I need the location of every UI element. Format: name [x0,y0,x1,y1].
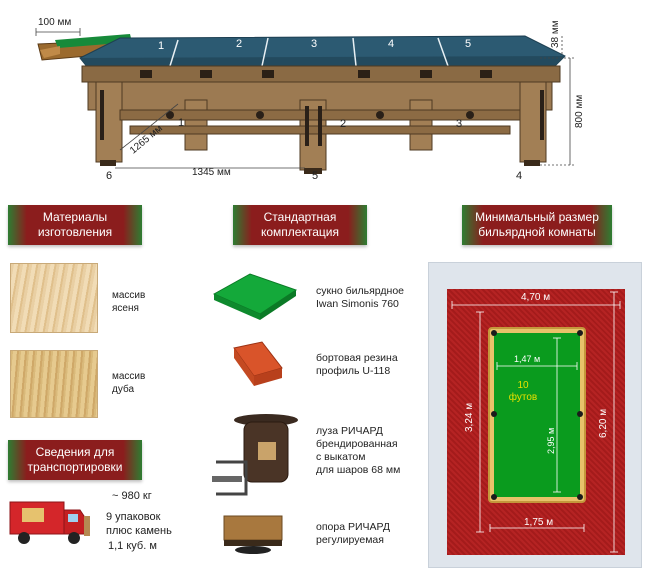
standard-header: Стандартная комплектация [233,205,367,245]
leg-support-icon [223,515,283,554]
truck-icon [9,501,90,544]
slate-thickness-label: 38 мм [550,20,561,48]
section-number: 3 [311,38,318,50]
table-diagram: 100 мм 38 мм 800 мм 1265 мм 1345 мм 1 2 … [0,0,649,190]
table-drawing [35,28,575,174]
ash-wood-swatch [10,263,98,333]
section-number: 4 [388,38,395,50]
height-label: 800 мм [574,94,585,128]
section-number: 2 [236,38,243,50]
leg-number: 1 [178,117,185,129]
pocket-icon [577,494,583,500]
table-cloth [494,333,580,497]
pocket-icon [577,330,583,336]
leg-number: 2 [340,118,347,130]
pocket-icon [577,411,583,417]
materials-header: Материалы изготовления [8,205,142,245]
pocket-icon [491,411,497,417]
room-length-label: 6,20 м [598,408,609,438]
section-number: 1 [158,40,165,52]
leg-number: 6 [106,170,113,182]
pocket-icon [491,494,497,500]
leg-number: 4 [516,170,523,182]
leg-number: 3 [456,118,463,130]
pocket-icon [212,414,298,496]
rail-width-label: 100 мм [38,17,72,28]
weight-text: ~ 980 кг [112,490,152,502]
transport-header: Сведения для транспортировки [8,440,142,480]
pocket-icon [491,330,497,336]
length-label: 1345 мм [192,167,231,178]
play-length-label: 2,95 м [546,427,556,454]
section-number: 5 [465,38,472,50]
rubber-profile-icon [233,341,283,386]
table-width-label: 1,75 м [524,517,554,528]
volume-text: 1,1 куб. м [108,540,157,552]
leg-number: 5 [312,170,319,182]
side-distance-label: 3,24 м [464,402,475,432]
table-size-label: 10 футов [508,380,538,403]
room-header: Минимальный размер бильярдной комнаты [462,205,612,245]
cloth-icon [212,273,298,320]
room-width-label: 4,70 м [521,292,551,303]
play-width-label: 1,47 м [514,354,541,364]
oak-wood-swatch [10,350,98,418]
